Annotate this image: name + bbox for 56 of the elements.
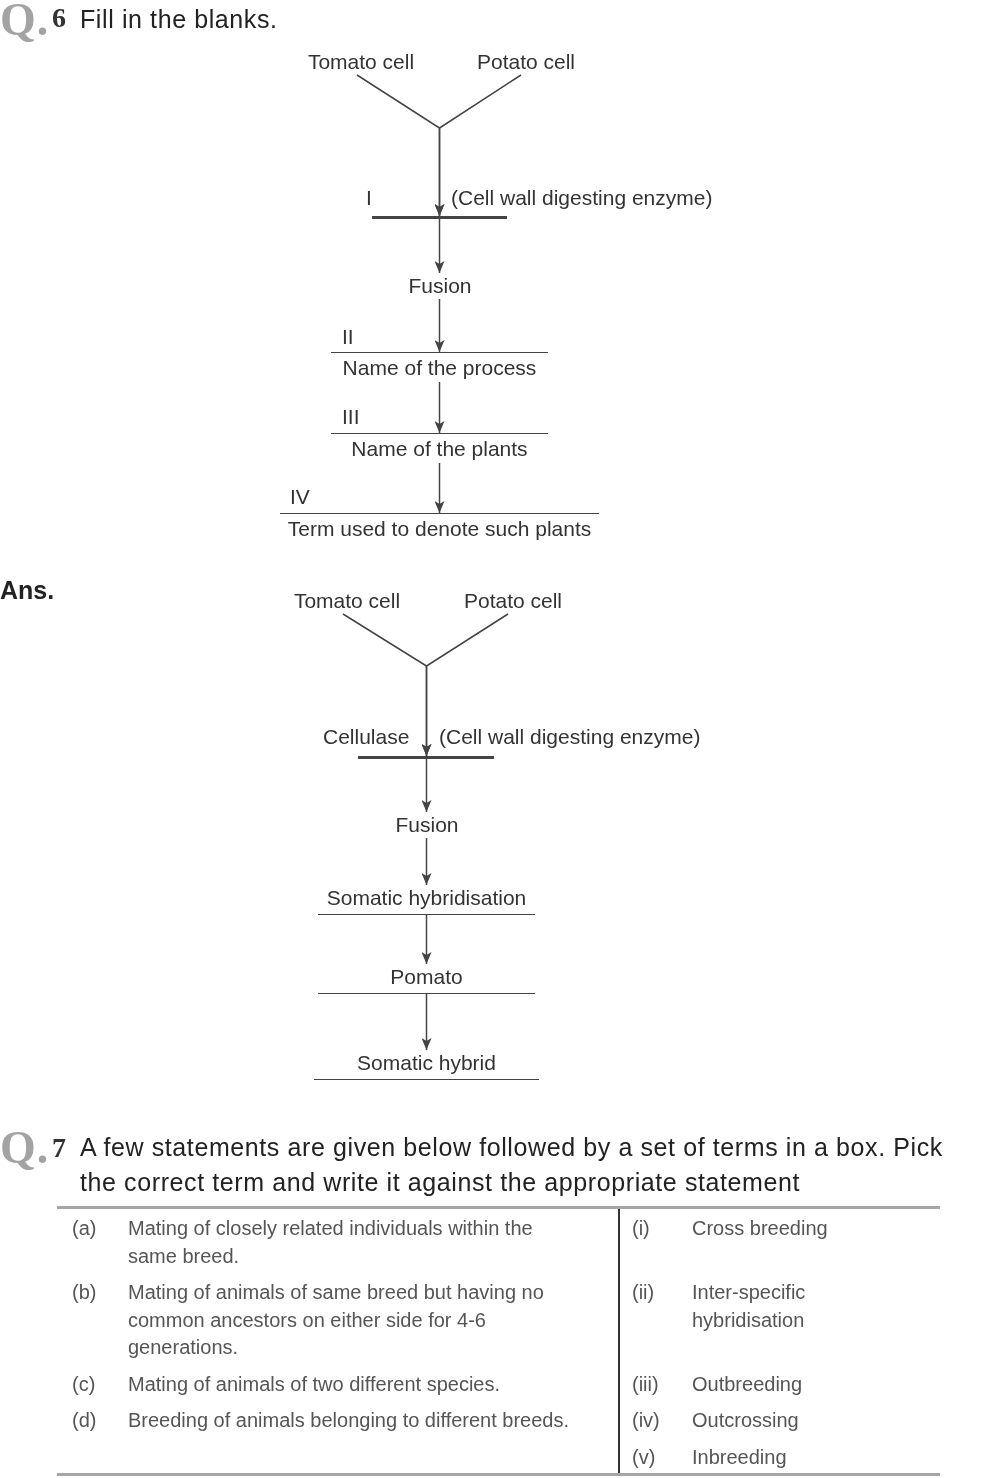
- step-label: Potato cell: [453, 588, 573, 614]
- item-numeral: (ii): [632, 1280, 655, 1305]
- step-label: Tomato cell: [289, 588, 405, 614]
- arrow: [421, 758, 432, 813]
- arrow: [434, 298, 445, 353]
- underlined-answer: Pomato: [318, 964, 535, 994]
- blank-number: III: [342, 404, 360, 430]
- statement-text: Mating of closely related individuals within the same breed.: [128, 1216, 534, 1269]
- question-number: 6: [52, 1, 66, 35]
- term-text: Outbreeding: [692, 1371, 803, 1397]
- item-letter: (d): [72, 1408, 97, 1433]
- item-numeral: (iii): [632, 1371, 659, 1397]
- item-letter: (b): [72, 1280, 97, 1305]
- step-label: Fusion: [391, 812, 463, 838]
- arrow: [421, 837, 432, 886]
- question-number: 7: [52, 1131, 66, 1165]
- arrow: [434, 462, 445, 514]
- enzyme-name: Cellulase: [323, 724, 410, 750]
- arrow: [434, 381, 445, 434]
- enzyme-note: (Cell wall digesting enzyme): [451, 185, 713, 211]
- item-letter: (a): [72, 1216, 97, 1241]
- arrow: [421, 613, 509, 757]
- horizontal-bar: [372, 216, 507, 219]
- underlined-answer: Somatic hybridisation: [318, 885, 535, 915]
- answer-heading: Ans.: [0, 575, 55, 605]
- fill-in-line: Term used to denote such plants: [280, 513, 599, 543]
- arrow: [434, 218, 445, 274]
- question-marker: Q.: [0, 1125, 50, 1171]
- step-label: Tomato cell: [303, 49, 419, 75]
- term-text: Inter-specific hybridisation: [692, 1280, 807, 1333]
- step-label: Potato cell: [466, 49, 586, 75]
- underlined-answer: Somatic hybrid: [314, 1050, 539, 1080]
- statement-text: Mating of animals of same breed but having no common ancestors on either side for 4-6 generations.: [128, 1280, 545, 1360]
- question-text: A few statements are given below followed by a set of terms in a box. Pick the correct term and write it against the appropriate statement: [80, 1132, 944, 1198]
- fill-in-line: Name of the plants: [331, 433, 548, 463]
- question-marker: Q.: [0, 0, 50, 43]
- statement-text: Breeding of animals belonging to different breeds.: [128, 1408, 570, 1433]
- item-numeral: (v): [632, 1444, 656, 1470]
- question-text: Fill in the blanks.: [80, 4, 278, 35]
- arrow: [434, 74, 522, 217]
- item-letter: (c): [72, 1371, 96, 1397]
- term-text: Cross breeding: [692, 1216, 828, 1241]
- statement-text: Mating of animals of two different species.: [128, 1371, 501, 1397]
- blank-number: II: [342, 324, 354, 350]
- item-numeral: (i): [632, 1216, 650, 1241]
- term-text: Inbreeding: [692, 1444, 787, 1470]
- arrow: [421, 914, 432, 965]
- arrow: [421, 993, 432, 1051]
- blank-number: IV: [290, 484, 310, 510]
- enzyme-note: (Cell wall digesting enzyme): [439, 724, 701, 750]
- fill-in-line: Name of the process: [331, 352, 548, 382]
- term-text: Outcrossing: [692, 1408, 799, 1433]
- step-label: Fusion: [404, 273, 476, 299]
- horizontal-bar: [358, 756, 494, 759]
- blank-number: I: [366, 185, 372, 211]
- item-numeral: (iv): [632, 1408, 660, 1433]
